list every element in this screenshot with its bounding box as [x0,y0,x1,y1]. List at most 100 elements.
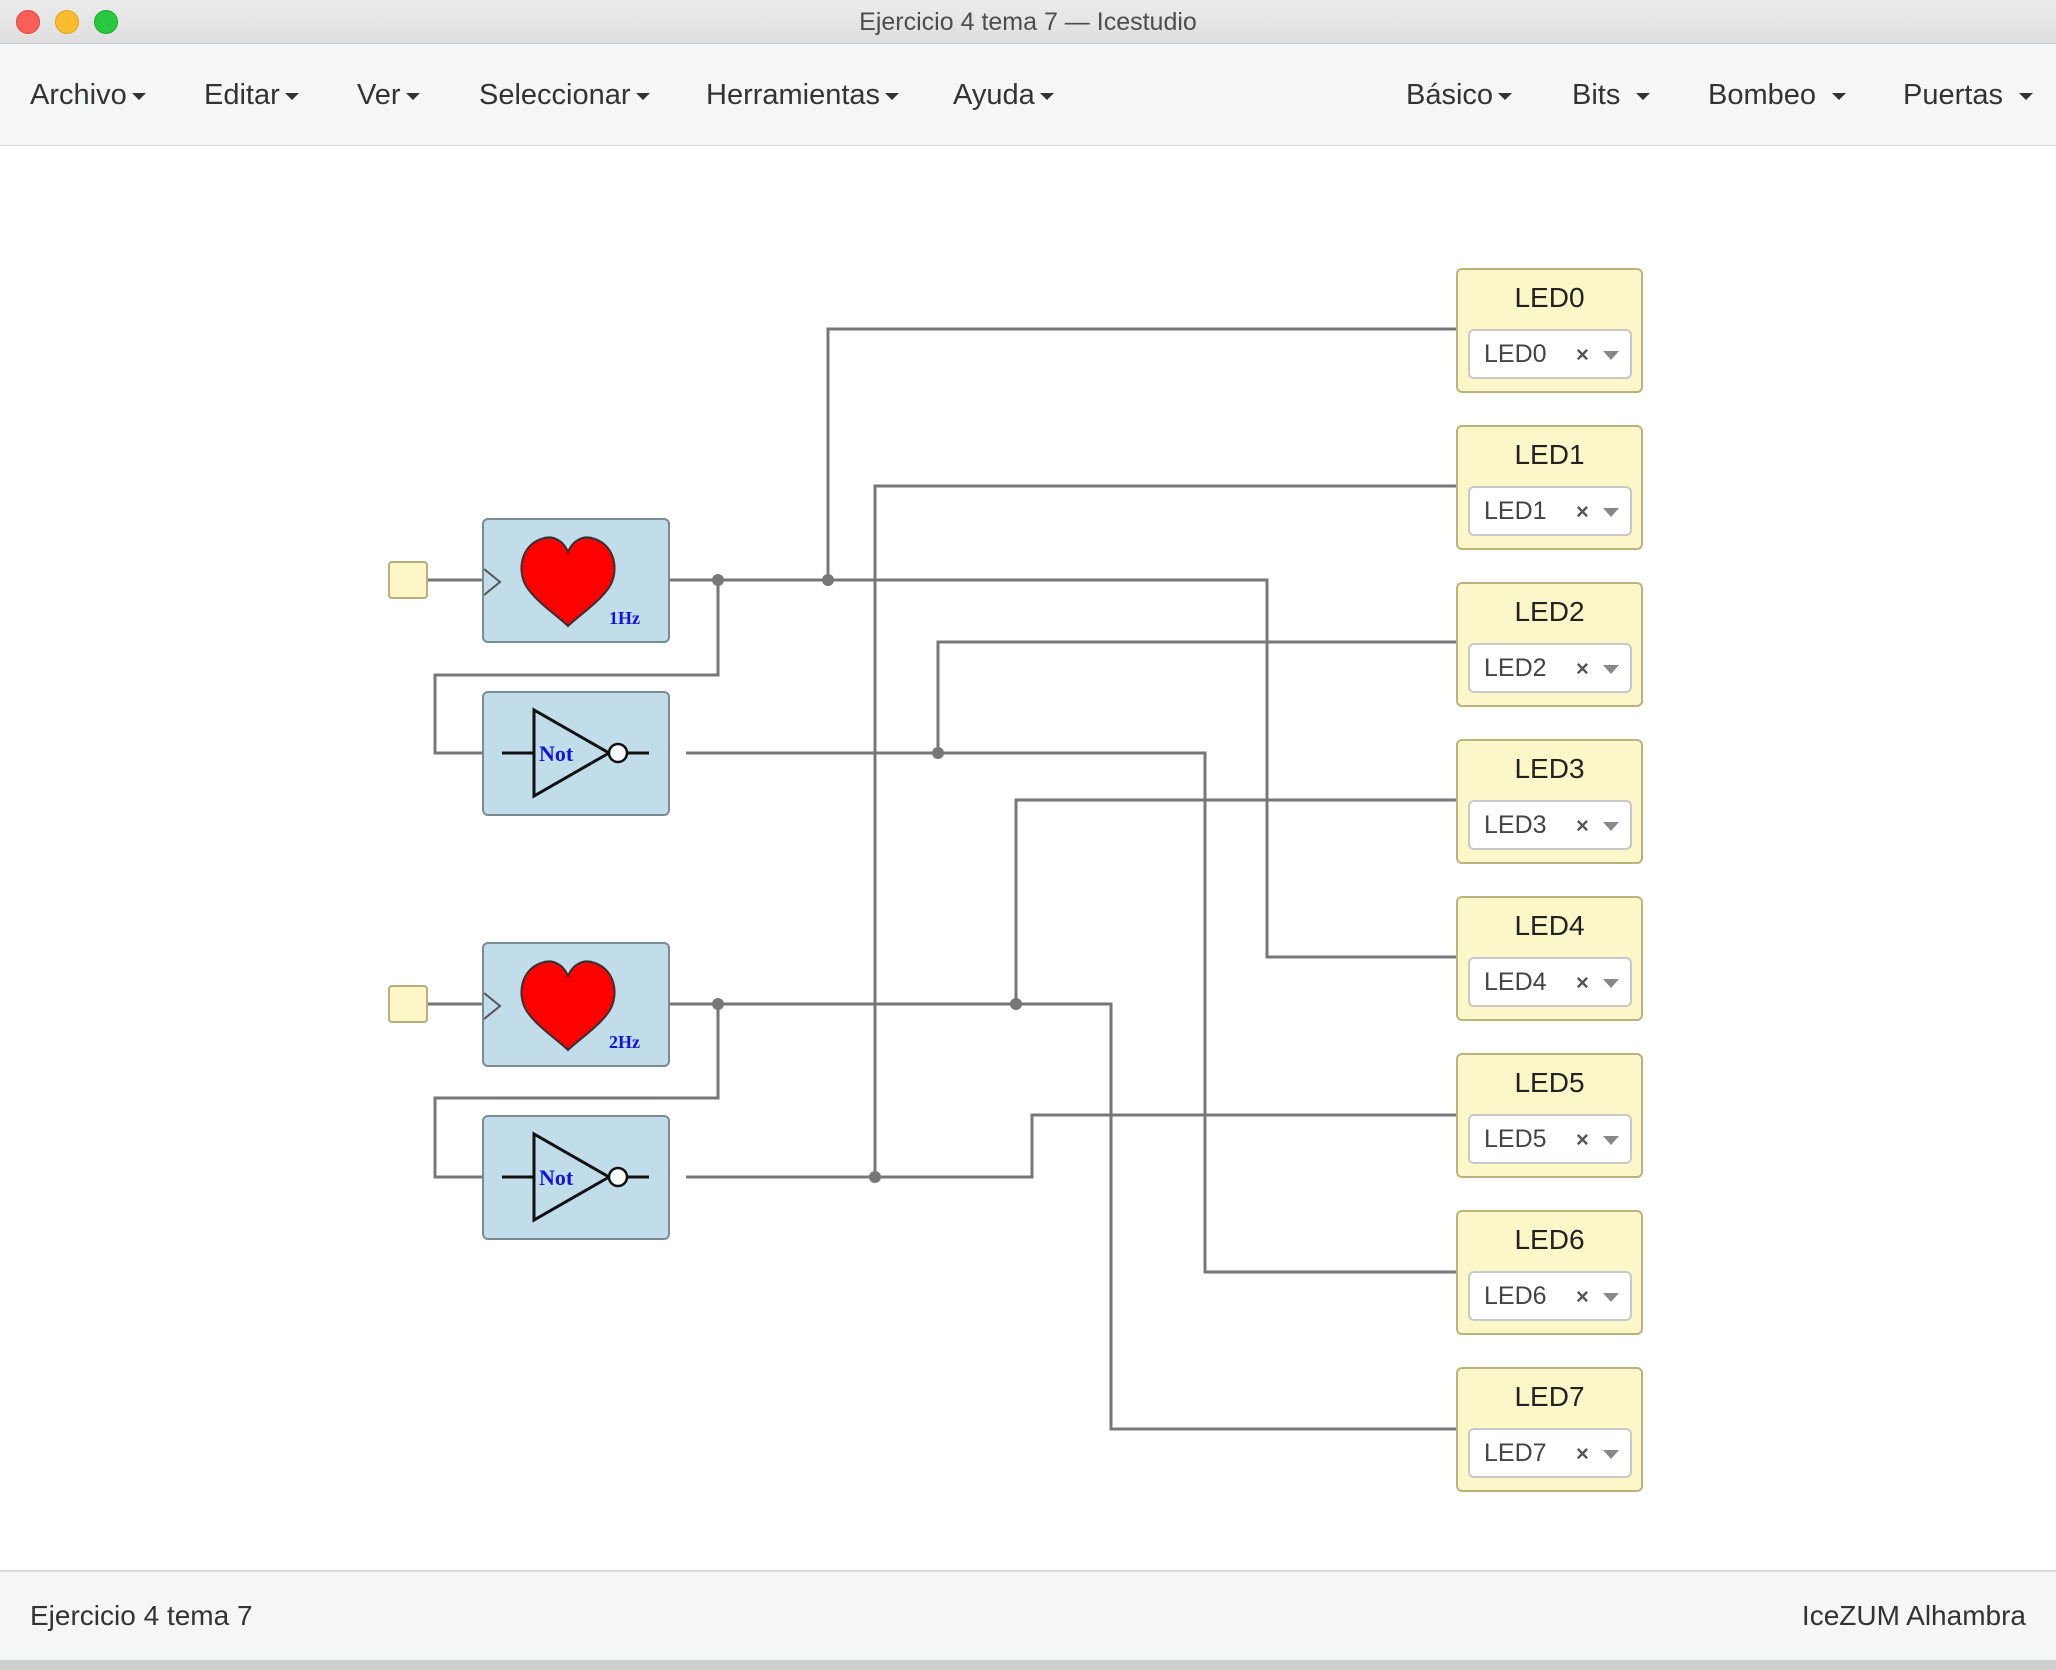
menu-bar: Archivo Editar Ver Seleccionar Herramien… [0,44,2056,146]
pin-select[interactable]: LED7 × [1468,1428,1632,1478]
caret-down-icon [284,92,299,100]
chevron-down-icon[interactable] [1603,1293,1619,1302]
led-output-block[interactable]: LED4 LED4 × [1456,896,1643,1021]
wire-junction [712,574,724,586]
chevron-down-icon[interactable] [1603,822,1619,831]
wire-junction [869,1171,881,1183]
chevron-down-icon[interactable] [1603,1450,1619,1459]
board-name[interactable]: IceZUM Alhambra [1801,1600,2026,1631]
heartbeat-2hz-block[interactable]: 2Hz [482,942,670,1067]
led-output-block[interactable]: LED1 LED1 × [1456,425,1643,550]
close-window-button[interactable] [16,10,40,34]
clear-icon[interactable]: × [1576,813,1589,838]
clear-icon[interactable]: × [1576,1284,1589,1309]
not-gate-block[interactable]: Not [482,1115,670,1240]
menu-label: Puertas [1903,79,2003,111]
clear-icon[interactable]: × [1576,499,1589,524]
pin-select-value: LED4 [1484,968,1547,996]
led-title: LED0 [1514,282,1585,313]
chevron-down-icon[interactable] [1603,1136,1619,1145]
input-port[interactable] [388,561,428,599]
pin-select-value: LED2 [1484,654,1547,682]
caret-down-icon [131,92,146,100]
menu-seleccionar[interactable]: Seleccionar [479,44,650,146]
wire[interactable] [686,1113,1456,1179]
wire[interactable] [433,1004,720,1179]
clear-icon[interactable]: × [1576,656,1589,681]
led-output-block[interactable]: LED2 LED2 × [1456,582,1643,707]
frequency-label: 1Hz [609,608,640,628]
not-gate-icon: Not [502,1131,649,1223]
chevron-down-icon[interactable] [1603,351,1619,360]
pin-select-value: LED6 [1484,1282,1547,1310]
menu-puertas[interactable]: Puertas [1903,44,2033,146]
menu-ayuda[interactable]: Ayuda [953,44,1054,146]
wire[interactable] [670,578,1456,959]
wire[interactable] [1014,798,1456,1004]
menu-bombeo[interactable]: Bombeo [1708,44,1847,146]
led-title: LED4 [1514,910,1585,941]
wire[interactable] [433,580,720,755]
pin-select[interactable]: LED2 × [1468,643,1632,693]
pin-select[interactable]: LED3 × [1468,800,1632,850]
pin-select-value: LED1 [1484,497,1547,525]
caret-down-icon [1039,92,1054,100]
menu-archivo[interactable]: Archivo [30,44,146,146]
caret-down-icon [2018,92,2033,100]
menu-ver[interactable]: Ver [357,44,420,146]
menu-bits[interactable]: Bits [1572,44,1651,146]
led-output-block[interactable]: LED5 LED5 × [1456,1053,1643,1178]
pin-select[interactable]: LED5 × [1468,1114,1632,1164]
pin-select[interactable]: LED4 × [1468,957,1632,1007]
pin-select[interactable]: LED0 × [1468,329,1632,379]
caret-down-icon [635,92,650,100]
wire[interactable] [873,484,1456,1177]
window-bottom-edge [0,1660,2056,1670]
minimize-window-button[interactable] [55,10,79,34]
menu-label: Archivo [30,79,127,111]
caret-down-icon [1832,92,1847,100]
circuit-canvas[interactable]: 1Hz Not 2Hz Not LED0 L [0,146,2056,1570]
chevron-down-icon[interactable] [1603,665,1619,674]
led-output-block[interactable]: LED3 LED3 × [1456,739,1643,864]
input-port[interactable] [388,985,428,1023]
wire-junction [1010,998,1022,1010]
clear-icon[interactable]: × [1576,1441,1589,1466]
wire-junction [822,574,834,586]
clear-icon[interactable]: × [1576,342,1589,367]
wire[interactable] [826,327,1456,580]
led-output-block[interactable]: LED7 LED7 × [1456,1367,1643,1492]
led-output-block[interactable]: LED6 LED6 × [1456,1210,1643,1335]
wire[interactable] [686,751,1456,1274]
menu-herramientas[interactable]: Herramientas [706,44,900,146]
pin-select[interactable]: LED1 × [1468,486,1632,536]
led-title: LED2 [1514,596,1585,627]
clear-icon[interactable]: × [1576,970,1589,995]
chevron-down-icon[interactable] [1603,979,1619,988]
led-output-block[interactable]: LED0 LED0 × [1456,268,1643,393]
led-title: LED1 [1514,439,1585,470]
wire-junction [712,998,724,1010]
caret-down-icon [405,92,420,100]
wire[interactable] [670,1002,1456,1431]
menu-label: Ayuda [953,79,1035,111]
window-title: Ejercicio 4 tema 7 — Icestudio [859,8,1197,36]
led-title: LED3 [1514,753,1585,784]
maximize-window-button[interactable] [94,10,118,34]
pin-select-value: LED3 [1484,811,1547,839]
not-gate-block[interactable]: Not [482,691,670,816]
menu-editar[interactable]: Editar [204,44,299,146]
pin-select[interactable]: LED6 × [1468,1271,1632,1321]
chevron-down-icon[interactable] [1603,508,1619,517]
pin-select-value: LED5 [1484,1125,1547,1153]
heartbeat-1hz-block[interactable]: 1Hz [482,518,670,643]
menu-label: Bombeo [1708,79,1817,111]
not-gate-icon: Not [502,707,649,799]
menu-basico[interactable]: Básico [1406,44,1513,146]
clear-icon[interactable]: × [1576,1127,1589,1152]
heart-icon: 1Hz [484,536,640,628]
led-title: LED6 [1514,1224,1585,1255]
caret-down-icon [885,92,900,100]
wire[interactable] [936,640,1456,753]
led-title: LED7 [1514,1381,1585,1412]
